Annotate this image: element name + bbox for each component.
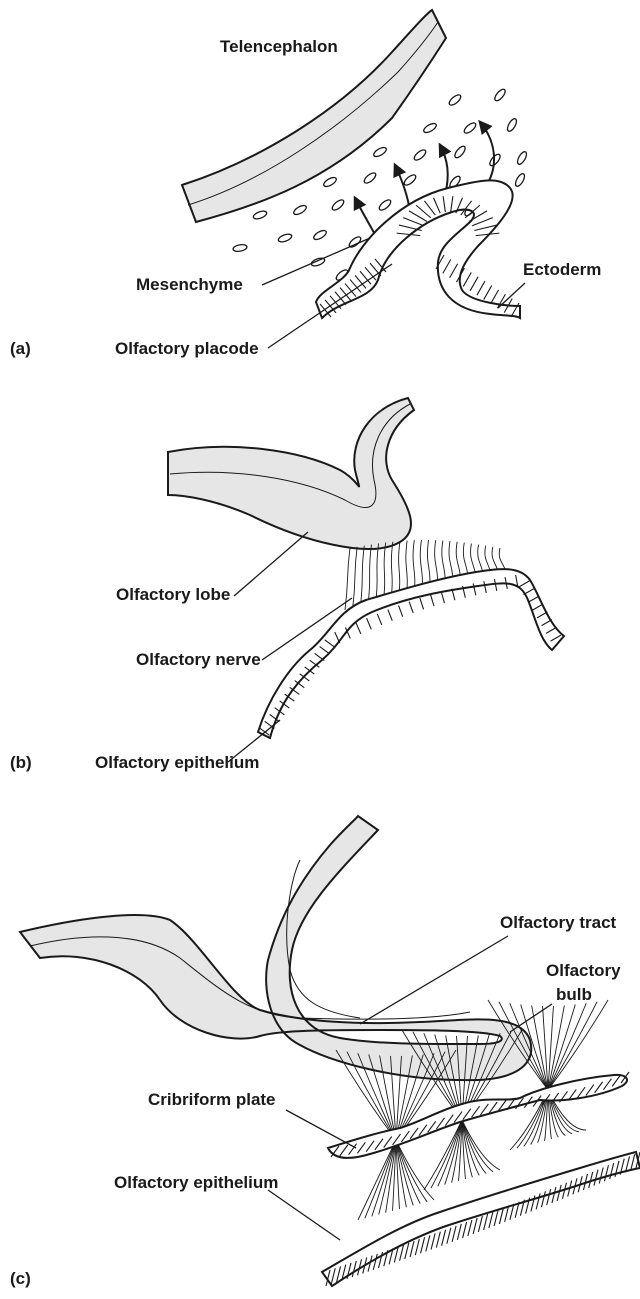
mesenchyme-cell (448, 93, 463, 107)
mesenchyme-cell (292, 204, 307, 217)
ectoderm-hatch-line (491, 290, 499, 304)
label-olfactory-placode: Olfactory placode (115, 339, 259, 358)
epithelium-c-hatch-line (410, 1241, 414, 1257)
mesenchyme-cell (233, 244, 248, 253)
epithelium-c-hatch-line (452, 1226, 456, 1242)
epithelium-c-hatch-line (426, 1235, 430, 1251)
leader-olfactory-epithelium-c (268, 1190, 340, 1240)
label-telencephalon: Telencephalon (220, 37, 338, 56)
epithelium-c-hatch-line (442, 1230, 446, 1246)
mesenchyme-cell (493, 88, 507, 103)
nerve-fiber-upper (548, 1005, 575, 1090)
nerve-fiber-upper (548, 1003, 586, 1090)
epithelium-c-hatch-line (436, 1232, 440, 1248)
mesenchyme-cell (378, 198, 393, 212)
olfactory-lobe-band (168, 398, 414, 549)
panel-letter-c: (c) (10, 1269, 31, 1288)
olfactory-epithelium-layer (258, 569, 564, 738)
panel-b (168, 398, 564, 738)
epithelium-c-hatch-line (494, 1210, 498, 1226)
mesenchyme-cell (252, 210, 267, 221)
panel-letter-b: (b) (10, 753, 32, 772)
leader-cribriform-plate (286, 1110, 356, 1148)
nerve-fiber (360, 546, 364, 608)
epithelium-hatch-line (377, 614, 382, 625)
ectoderm-hatch-line (484, 286, 492, 300)
panel-a (182, 10, 528, 318)
label-olfactory-bulb-line1: Olfactory (546, 961, 621, 980)
epithelium-c-hatch-line (478, 1216, 482, 1232)
label-olfactory-nerve: Olfactory nerve (136, 650, 261, 669)
epithelium-c-hatch-line (447, 1228, 451, 1244)
epithelium-c-hatch-line (400, 1245, 404, 1261)
epithelium-hatch-line (431, 595, 434, 606)
epithelium-c-hatch-line (421, 1237, 425, 1253)
label-olfactory-tract: Olfactory tract (500, 913, 617, 932)
mesenchyme-cell (372, 146, 387, 159)
epithelium-c-hatch-line (415, 1239, 419, 1255)
label-olfactory-epithelium-c: Olfactory epithelium (114, 1173, 278, 1192)
ectoderm-hatch-line (463, 272, 471, 286)
epithelium-c-hatch-line (468, 1220, 472, 1236)
nerve-fiber (368, 545, 372, 606)
epithelium-hatch-line (388, 610, 392, 621)
ectoderm-placode-layer (316, 180, 520, 318)
epithelium-hatch-line (409, 602, 413, 613)
epithelium-c-hatch-line (463, 1222, 467, 1238)
leader-olfactory-tract (360, 936, 508, 1024)
epithelium-hatch-line (399, 605, 403, 616)
leader-olfactory-lobe (234, 532, 308, 596)
mesenchyme-cell (514, 172, 527, 187)
epithelium-c-hatch-line (499, 1208, 503, 1224)
epithelium-hatch-line (441, 592, 444, 604)
leader-ectoderm (498, 283, 525, 308)
epithelium-c-hatch-line (489, 1212, 493, 1228)
arrow-4 (480, 122, 494, 188)
mesenchyme-cell (363, 171, 378, 185)
epithelium-c-hatch-line (431, 1233, 435, 1249)
mesenchyme-cell (413, 148, 428, 162)
mesenchyme-cell (422, 122, 437, 135)
epithelium-hatch-line (356, 623, 361, 634)
mesenchyme-cell (322, 176, 337, 189)
mesenchyme-cell (463, 121, 478, 135)
mesenchyme-cell (506, 117, 519, 132)
label-mesenchyme: Mesenchyme (136, 275, 243, 294)
mesenchyme-cell (312, 229, 327, 242)
epithelium-c-hatch-line (484, 1214, 488, 1230)
mesenchyme-cell (403, 173, 418, 187)
epithelium-hatch-line (367, 618, 372, 629)
panel-letter-a: (a) (10, 339, 31, 358)
epithelium-c-hatch-line (405, 1243, 409, 1259)
label-olfactory-bulb-line2: bulb (556, 985, 592, 1004)
epithelium-c-hatching (326, 1152, 640, 1286)
label-ectoderm: Ectoderm (523, 260, 601, 279)
ectoderm-hatch-line (477, 281, 485, 295)
olfactory-bulb-tract-band (20, 816, 531, 1080)
nerve-fiber (375, 543, 378, 604)
ectoderm-hatch-line (470, 277, 478, 291)
epithelium-c-hatch-line (457, 1224, 461, 1240)
label-olfactory-lobe: Olfactory lobe (116, 585, 230, 604)
label-cribriform-plate: Cribriform plate (148, 1090, 276, 1109)
nerve-fiber (353, 547, 358, 609)
panel-c (20, 816, 640, 1286)
leader-olfactory-placode (268, 264, 392, 348)
nerve-fiber-lower (396, 1140, 434, 1200)
mesenchyme-cell (277, 233, 292, 244)
nerve-fiber-lower (462, 1120, 493, 1172)
epithelium-c-hatch-line (473, 1218, 477, 1234)
mesenchyme-cell (453, 145, 467, 160)
mesenchyme-cell (331, 198, 346, 212)
epithelium-hatch-line (420, 598, 424, 609)
mesenchyme-cell (516, 150, 529, 165)
